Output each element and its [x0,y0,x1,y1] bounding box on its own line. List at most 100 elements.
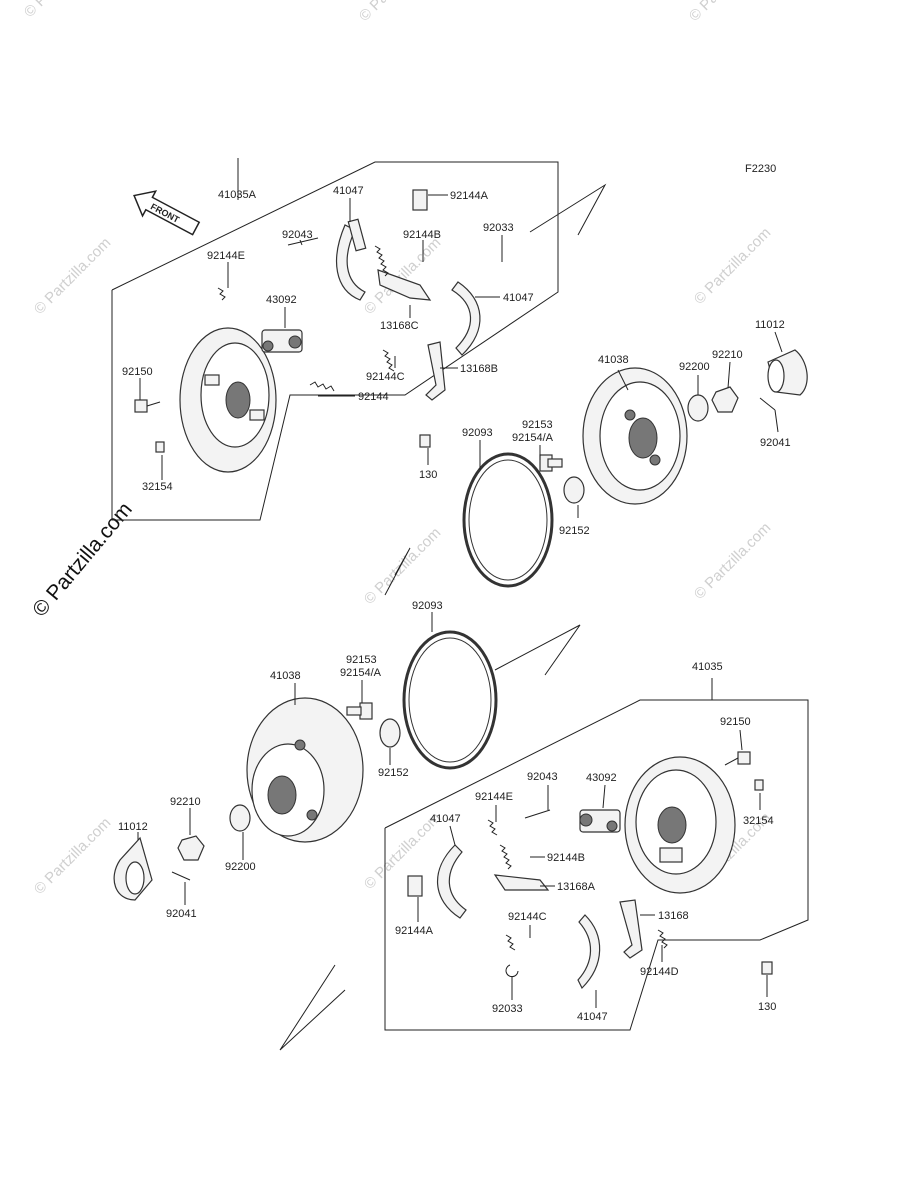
part-label: 92041 [760,437,791,449]
part-label: 92041 [166,908,197,920]
hub-cap-icon [113,836,153,901]
part-label: 41047 [430,813,461,825]
seal-ring-icon [402,630,498,770]
seal-ring-icon [462,452,554,588]
part-label: 92144A [395,925,434,937]
spring-icon [657,929,668,949]
watermark-main: © Partzilla.com [28,498,137,621]
nut-icon [177,835,205,861]
adjuster-icon [493,874,550,891]
brake-shoe-icon [437,844,467,919]
part-label: 92144E [475,791,513,803]
part-label: 92210 [170,796,201,808]
adjuster-icon [377,269,432,301]
part-label: 32154 [142,481,173,493]
watermark: © Partzilla.com [361,234,444,317]
part-label: 11012 [118,821,148,833]
part-label: 13168 [658,910,689,922]
part-label: 92144B [403,229,441,241]
wheel-cylinder-icon [579,809,621,833]
watermark: © Partzilla.com [356,0,439,25]
brake-drum-icon [246,697,364,843]
clip-icon [407,875,423,897]
part-label: 92153 [346,654,377,666]
spring-icon [374,245,389,277]
part-label: 92154/A [512,432,554,444]
spring-icon [499,844,512,870]
bearing-icon [563,476,585,504]
part-label: 92144B [547,852,585,864]
spring-icon [505,934,516,951]
clip-icon [412,189,428,211]
part-label: 92043 [282,229,313,241]
bolt-icon [724,751,751,766]
cotter-pin-icon [759,397,776,411]
brake-panel-icon [179,327,277,473]
brake-shoe-icon [577,914,601,990]
part-label: 92210 [712,349,743,361]
pin-icon [287,237,319,246]
watermark: © Partzilla.com [21,0,104,21]
nipple-icon [754,779,764,791]
part-label: 92144D [640,966,679,978]
part-label: 41047 [333,185,364,197]
lever-icon [619,899,643,959]
part-label: 92033 [492,1003,523,1015]
cotter-pin-icon [171,871,191,881]
spring-icon [309,381,335,392]
part-label: 43092 [586,772,617,784]
spring-icon [487,819,498,836]
hub-cap-icon [767,349,808,396]
part-label: 92153 [522,419,553,431]
brake-drum-icon [582,367,688,505]
part-label: 92093 [412,600,443,612]
bolt-icon [134,399,161,413]
part-label: 92043 [527,771,558,783]
lower-brake-assembly [279,624,809,1051]
part-label: 13168B [460,363,498,375]
upper-drum-group [462,331,808,588]
upper-brake-assembly [111,158,607,596]
part-label: 92144E [207,250,245,262]
part-label: 92144 [358,391,389,403]
part-label: 92033 [483,222,514,234]
spring-icon [217,287,226,301]
watermark: © Partzilla.com [691,519,774,602]
part-label: 92154/A [340,667,382,679]
part-label: 130 [419,469,437,481]
clip-icon [505,964,519,978]
part-label: 92093 [462,427,493,439]
watermark: © Partzilla.com [686,0,769,25]
part-label: 92150 [720,716,751,728]
part-label: 92152 [559,525,590,537]
part-label: 92200 [679,361,710,373]
watermark: © Partzilla.com [361,524,444,607]
part-label: 43092 [266,294,297,306]
nipple-icon [155,441,165,453]
bolt-icon [419,434,431,448]
front-arrow-icon: FRONT [133,190,201,236]
lower-drum-group [113,612,498,905]
part-label: 92144C [366,371,405,383]
watermark: © Partzilla.com [31,814,114,897]
bolt-icon [539,454,563,472]
part-label: 32154 [743,815,774,827]
part-label: 92150 [122,366,153,378]
figure-code: F2230 [745,163,776,175]
brake-shoe-icon [336,218,367,301]
part-label: 13168C [380,320,419,332]
part-label: 41035A [218,189,257,201]
pin-icon [524,809,551,819]
brake-panel-icon [624,756,736,894]
part-label: 41038 [270,670,301,682]
part-label: 92152 [378,767,409,779]
spring-icon [382,349,395,372]
part-label: 41038 [598,354,629,366]
lever-icon [425,341,446,401]
nut-icon [711,386,739,413]
wheel-cylinder-icon [261,329,303,353]
part-label: 13168A [557,881,596,893]
part-labels: 41035A 41047 92144A 92043 92144B 92033 9… [118,185,791,1023]
bolt-icon [761,961,773,975]
